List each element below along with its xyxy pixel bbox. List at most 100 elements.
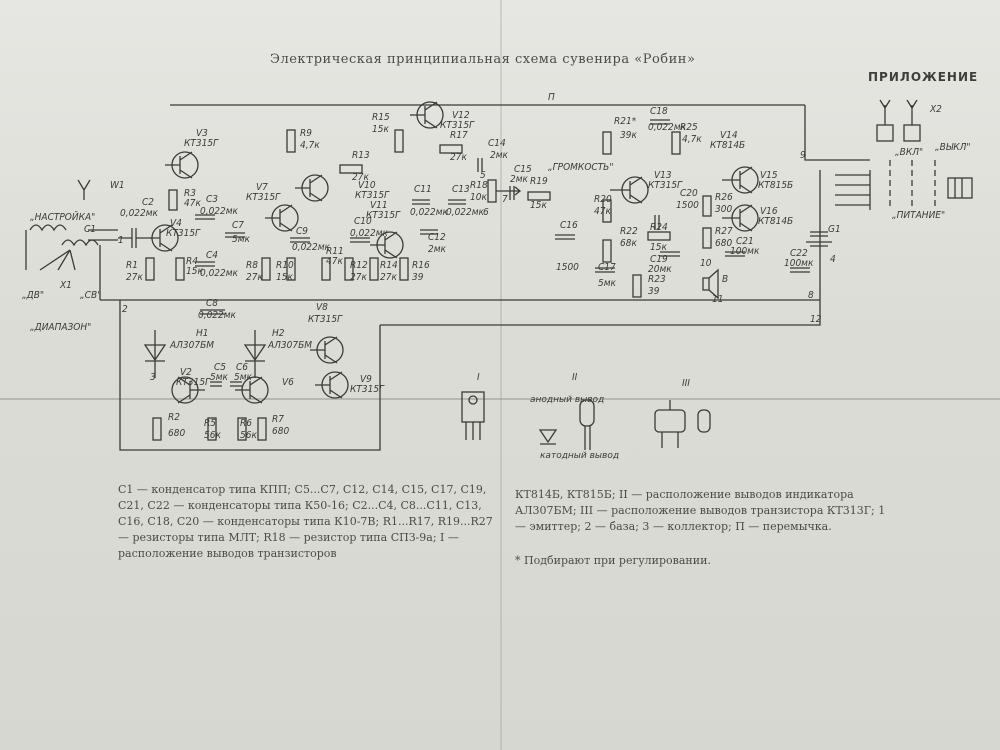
label-v7: V7 [256, 182, 268, 193]
label-c20-val: 1500 [676, 200, 699, 211]
node-5: 5 [480, 170, 486, 181]
resistors [145, 129, 712, 441]
label-r1: R1 [126, 260, 138, 271]
label-range: „ДИАПАЗОН" [30, 322, 91, 333]
label-c4-val: 0,022мк [200, 268, 239, 279]
note-pinouts: КТ814Б, КТ815Б; II — расположение выводо… [515, 488, 886, 533]
label-r19: R19 [530, 176, 548, 187]
label-c14-val: 2мк [490, 150, 509, 161]
label-c3: C3 [206, 194, 218, 205]
label-dv: „ДВ" [22, 290, 44, 301]
label-c12: C12 [428, 232, 446, 243]
label-anode: анодный вывод [530, 395, 604, 405]
node-3: 3 [150, 372, 156, 383]
label-r24: R24 [650, 222, 668, 233]
transistor-v11 [370, 231, 404, 259]
label-power: „ПИТАНИЕ" [892, 210, 945, 221]
label-x2: X2 [929, 104, 942, 115]
label-c1: C1 [84, 224, 96, 235]
label-power-off: „ВЫКЛ" [935, 142, 970, 153]
node-1: 1 [118, 235, 124, 246]
transistor-v8 [310, 336, 344, 364]
label-v4-type: КТ315Г [166, 228, 201, 239]
label-c5: C5 [214, 362, 226, 373]
label-v4: V4 [170, 218, 182, 229]
label-r7-val: 680 [272, 426, 289, 437]
label-v13: V13 [654, 170, 672, 181]
switch-x2 [835, 99, 973, 210]
label-c2: C2 [142, 197, 154, 208]
pinout-al307 [538, 399, 595, 450]
label-r17-val: 27к [450, 152, 467, 163]
transistor-v10 [295, 174, 329, 202]
label-v3: V3 [196, 128, 208, 139]
label-c15-val: 2мк [510, 174, 529, 185]
power-rail-top [170, 104, 870, 161]
transistor-v13 [610, 176, 649, 204]
label-r5-val: 56к [204, 430, 221, 441]
label-r26-val: 300 [715, 204, 732, 215]
label-r6: R6 [240, 418, 252, 429]
note-adjustment: * Подбирают при регулировании. [515, 554, 711, 567]
label-power-on: „ВКЛ" [895, 147, 923, 158]
label-h1: Н1 [196, 328, 209, 339]
label-r5: R5 [204, 418, 216, 429]
label-c8-val: 0,022мк [198, 310, 237, 321]
label-c6-val: 5мк [234, 372, 253, 383]
label-r1-val: 27к [126, 272, 143, 283]
label-antenna: W1 [110, 180, 125, 191]
label-r6-val: 56к [240, 430, 257, 441]
label-c17-val: 5мк [598, 278, 617, 289]
node-10: 10 [700, 258, 712, 269]
component-labels: V3 КТ315Г V4 КТ315Г V7 КТ315Г V10 КТ315Г… [84, 106, 841, 441]
label-r13: R13 [352, 150, 370, 161]
fold-line-vertical [500, 0, 502, 750]
label-c22: C22 [790, 248, 808, 259]
label-c7-val: 5мк [232, 234, 251, 245]
schematic-title: Электрическая принципиальная схема сувен… [270, 52, 696, 67]
label-v7-type: КТ315Г [246, 192, 281, 203]
label-c7: C7 [232, 220, 244, 231]
label-r22: R22 [620, 226, 638, 237]
label-v8: V8 [316, 302, 328, 313]
label-cathode: катодный вывод [540, 451, 619, 461]
node-12: 12 [810, 314, 822, 325]
label-r11-val: 47к [326, 256, 343, 267]
label-v2: V2 [180, 367, 192, 378]
label-c17: C17 [598, 262, 616, 273]
label-v2-type: КТ315Г [176, 377, 211, 388]
label-c21-val: 100мк [730, 246, 760, 257]
label-r9-val: 4,7к [300, 140, 320, 151]
label-c22-val: 100мк [784, 258, 814, 269]
label-section-1: I [477, 372, 480, 383]
label-v8-type: КТ315Г [308, 314, 343, 325]
led-h1 [143, 330, 167, 378]
pinout-kt313 [654, 400, 711, 448]
label-r9: R9 [300, 128, 312, 139]
label-r4-val: 15к [186, 266, 203, 277]
label-v9-type: КТ315Г [350, 384, 385, 395]
label-v16: V16 [760, 206, 778, 217]
label-speaker: В [722, 274, 728, 285]
label-r12-val: 27к [350, 272, 367, 283]
fold-line [0, 398, 1000, 400]
transistor-v4 [150, 224, 179, 252]
label-v14-type: КТ814Б [710, 140, 745, 151]
capacitors [195, 119, 832, 387]
label-c18: C18 [650, 106, 668, 117]
transistor-v12 [410, 101, 444, 129]
label-x1: X1 [59, 280, 72, 291]
label-v11: V11 [370, 200, 388, 211]
pinout-kt814 [461, 391, 485, 440]
label-r11: R11 [326, 246, 344, 257]
label-c8: C8 [206, 298, 218, 309]
label-r19-val: 15к [530, 200, 547, 211]
label-v10: V10 [358, 180, 376, 191]
label-r10-val: 15к [276, 272, 293, 283]
label-v11-type: КТ315Г [366, 210, 401, 221]
label-c10: C10 [354, 216, 372, 227]
label-r26: R26 [715, 192, 733, 203]
label-c13-val: 0,022мк [446, 207, 485, 218]
label-r15-val: 15к [372, 124, 389, 135]
